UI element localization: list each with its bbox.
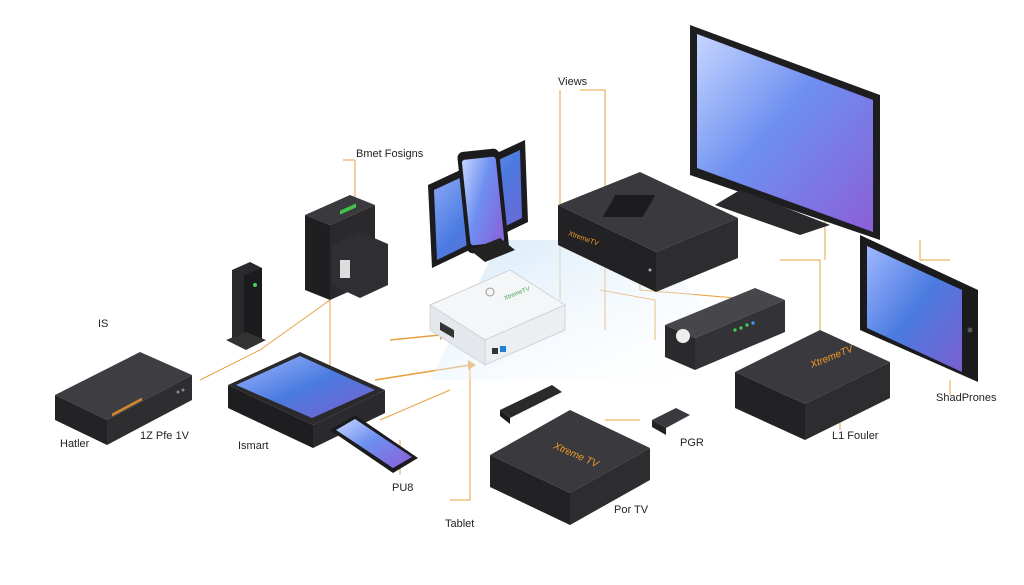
usb-dongle — [652, 408, 690, 435]
media-box-bottom: Xtreme TV — [490, 410, 650, 525]
remote-control — [500, 385, 562, 424]
router-device: XtremeTV — [428, 269, 567, 366]
connector-line — [450, 365, 471, 501]
label-tablet: Tablet — [445, 518, 475, 530]
connector-line — [389, 334, 441, 341]
label-pgr: PGR — [680, 437, 704, 449]
media-box-center: XtremeTV — [558, 172, 738, 292]
label-por-tv: Por TV — [614, 504, 649, 516]
media-box-right: XtremeTV — [735, 330, 890, 440]
label-lz-fouler: L1 Fouler — [832, 430, 879, 442]
streaming-device-leds — [665, 288, 785, 370]
label-hatler: Hatler — [60, 438, 90, 450]
usb-port-icon — [500, 346, 506, 352]
label-pub: PU8 — [392, 482, 414, 494]
smartphone-standing — [457, 148, 515, 262]
smartphone-lying — [330, 415, 418, 473]
tablet-right — [860, 235, 978, 382]
label-smart-fosigns: Bmet Fosigns — [356, 148, 424, 160]
tower-device — [305, 195, 388, 300]
connector-line — [379, 389, 451, 421]
streaming-stick — [226, 262, 266, 350]
set-top-box-left — [55, 352, 192, 445]
label-lz-pfe-tv: 1Z Pfe 1V — [140, 430, 189, 442]
label-views: Views — [558, 76, 588, 88]
connector-line — [919, 240, 950, 261]
connector-line — [199, 299, 331, 381]
label-shadprones: ShadPrones — [936, 392, 997, 404]
large-television — [690, 25, 880, 240]
led-indicator-icon — [176, 390, 180, 394]
label-ismart: Ismart — [238, 440, 269, 452]
label-is: IS — [98, 318, 109, 330]
